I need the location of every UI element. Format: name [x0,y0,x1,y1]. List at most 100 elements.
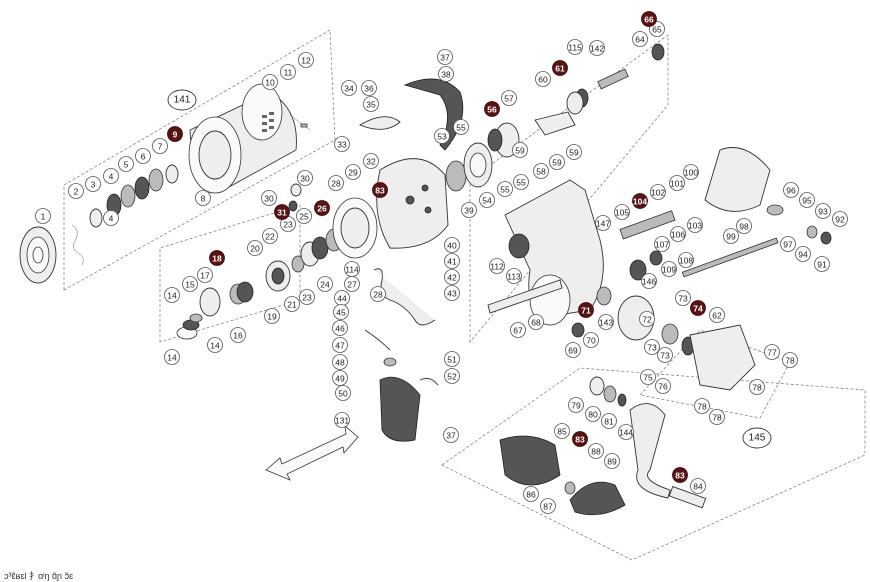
assembly-group-outlines [63,29,866,561]
part-callout-59: 59 [512,142,528,158]
svg-text:25: 25 [299,212,309,222]
svg-text:102: 102 [651,188,665,198]
part-callout-78: 78 [694,398,710,414]
svg-text:27: 27 [347,280,357,290]
part-callout-93: 93 [815,203,831,219]
part-callout-20: 20 [247,240,263,256]
svg-text:56: 56 [487,105,497,115]
svg-text:83: 83 [575,435,585,445]
part-callout-4: 4 [103,168,119,184]
drive-gear-assembly-outline [159,204,301,343]
svg-text:47: 47 [335,341,345,351]
part-callout-12: 12 [298,52,314,68]
svg-text:73: 73 [678,294,688,304]
part-callout-97: 97 [780,236,796,252]
svg-text:77: 77 [767,348,777,358]
svg-text:45: 45 [336,308,346,318]
part-callout-103: 103 [687,217,703,233]
part-callout-95: 95 [799,192,815,208]
svg-text:57: 57 [504,94,514,104]
svg-text:107: 107 [655,240,669,250]
svg-text:114: 114 [345,265,359,275]
part-callout-24: 24 [317,276,333,292]
svg-text:84: 84 [693,482,703,492]
part-callout-27: 27 [344,276,360,292]
part-callout-67: 67 [510,322,526,338]
svg-text:16: 16 [233,331,243,341]
part-callout-59: 59 [566,144,582,160]
svg-text:87: 87 [543,502,553,512]
part-callout-78: 78 [749,379,765,395]
part-callout-33: 33 [334,136,350,152]
svg-text:39: 39 [464,206,474,216]
svg-text:106: 106 [671,230,685,240]
svg-text:28: 28 [373,290,383,300]
part-callout-73: 73 [644,339,660,355]
svg-text:4: 4 [109,214,114,224]
svg-text:9: 9 [173,130,178,140]
part-callout-28: 28 [328,175,344,191]
svg-text:83: 83 [675,471,685,481]
svg-text:85: 85 [557,427,567,437]
svg-text:1: 1 [41,212,46,222]
part-callout-22: 22 [262,228,278,244]
part-callout-78: 78 [709,409,725,425]
part-callout-9: 9 [167,126,183,142]
part-callout-64: 64 [632,31,648,47]
svg-text:55: 55 [456,123,466,133]
svg-text:72: 72 [642,315,652,325]
svg-text:14: 14 [167,353,177,363]
part-callout-80: 80 [585,406,601,422]
svg-text:101: 101 [670,179,684,189]
part-callout-88: 88 [588,443,604,459]
part-callout-29: 29 [345,164,361,180]
svg-text:104: 104 [633,197,647,207]
svg-text:70: 70 [586,336,596,346]
part-callout-146: 146 [641,273,657,289]
part-callout-106: 106 [670,226,686,242]
svg-text:21: 21 [287,300,297,310]
part-callout-85: 85 [554,423,570,439]
svg-text:71: 71 [581,306,591,316]
part-callout-34: 34 [341,80,357,96]
svg-text:31: 31 [277,208,287,218]
svg-text:79: 79 [571,401,581,411]
body-frame-parts [487,147,832,391]
part-callout-102: 102 [650,184,666,200]
part-callout-14: 14 [164,349,180,365]
svg-text:50: 50 [338,389,348,399]
svg-text:40: 40 [447,241,457,251]
svg-text:38: 38 [441,70,451,80]
part-callout-21: 21 [284,296,300,312]
part-callout-114: 114 [344,261,360,277]
handle-knob-part [499,435,561,486]
svg-text:29: 29 [348,168,358,178]
part-callout-68: 68 [528,314,544,330]
svg-text:37: 37 [446,431,456,441]
svg-text:99: 99 [726,232,736,242]
svg-text:3: 3 [91,180,96,190]
svg-text:69: 69 [568,346,578,356]
part-callout-100: 100 [683,164,699,180]
svg-text:23: 23 [302,293,312,303]
part-callout-1: 1 [35,208,51,224]
part-callout-36: 36 [361,80,377,96]
part-callout-66: 66 [641,11,657,27]
svg-text:19: 19 [267,312,277,322]
svg-text:26: 26 [317,204,327,214]
part-callout-52: 52 [444,368,460,384]
svg-text:89: 89 [607,457,617,467]
part-callout-54: 54 [479,192,495,208]
svg-text:115: 115 [568,43,582,53]
part-callout-4: 4 [103,210,119,226]
svg-text:33: 33 [337,140,347,150]
drive-gear-parts [176,183,349,340]
rotor-body-parts [265,43,665,481]
part-callout-91: 91 [814,256,830,272]
part-callout-99: 99 [723,228,739,244]
part-callout-78: 78 [782,352,798,368]
part-callout-32: 32 [363,153,379,169]
spool-assembly-outline [63,29,336,291]
part-callout-3: 3 [85,176,101,192]
svg-text:18: 18 [212,254,222,264]
